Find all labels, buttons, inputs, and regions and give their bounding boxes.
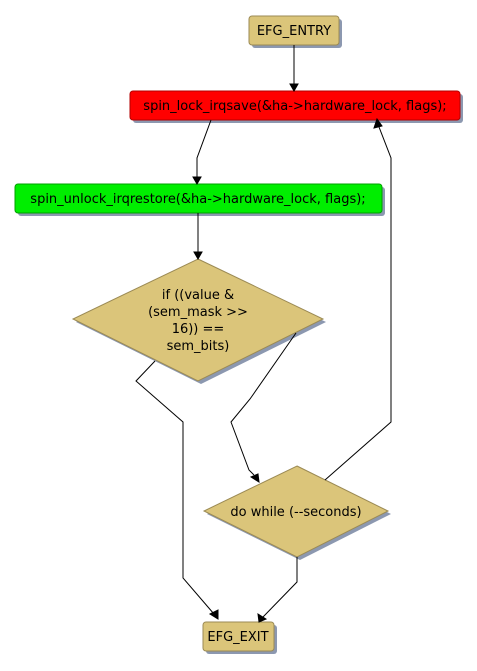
edge-condition-to-exit: [135, 360, 215, 615]
edge-loop-to-exit-arrow: [257, 613, 268, 623]
lock-node-box: [129, 90, 461, 121]
entry-node-label: EFG_ENTRY: [257, 24, 331, 39]
edge-condition-to-loop: [230, 332, 297, 476]
loop-node-label: do while (--seconds): [230, 505, 361, 520]
edge-entry-to-lock-arrow: [289, 83, 299, 93]
unlock-node[interactable]: spin_unlock_irqrestore(&ha->hardware_loc…: [14, 183, 385, 216]
condition-line-2: (sem_mask >>: [148, 305, 248, 320]
unlock-node-label: spin_unlock_irqrestore(&ha->hardware_loc…: [30, 192, 365, 207]
condition-line-1: if ((value &: [162, 288, 234, 303]
entry-node[interactable]: EFG_ENTRY: [248, 15, 342, 48]
edge-loop-to-lock-arrow: [373, 117, 383, 129]
exit-node-label: EFG_EXIT: [207, 630, 268, 645]
condition-node[interactable]: if ((value & (sem_mask >> 16)) == sem_bi…: [71, 258, 326, 384]
edge-condition-to-loop-arrow: [249, 473, 260, 483]
lock-node-label: spin_lock_irqsave(&ha->hardware_lock, fl…: [143, 99, 446, 114]
edge-condition-to-exit-arrow: [208, 609, 219, 620]
exit-node[interactable]: EFG_EXIT: [202, 621, 277, 654]
edge-loop-to-exit: [262, 557, 298, 618]
edge-loop-to-lock: [324, 126, 392, 481]
lock-node[interactable]: spin_lock_irqsave(&ha->hardware_lock, fl…: [129, 90, 463, 123]
edge-unlock-to-condition-arrow: [193, 251, 203, 261]
edge-lock-to-unlock-arrow: [192, 176, 202, 186]
edge-lock-to-unlock: [196, 119, 212, 178]
condition-line-3: 16)) ==: [172, 322, 225, 337]
condition-line-4: sem_bits): [167, 339, 230, 354]
exit-node-box: [202, 621, 275, 652]
loop-node[interactable]: do while (--seconds): [202, 465, 391, 560]
condition-node-diamond: [71, 258, 325, 382]
